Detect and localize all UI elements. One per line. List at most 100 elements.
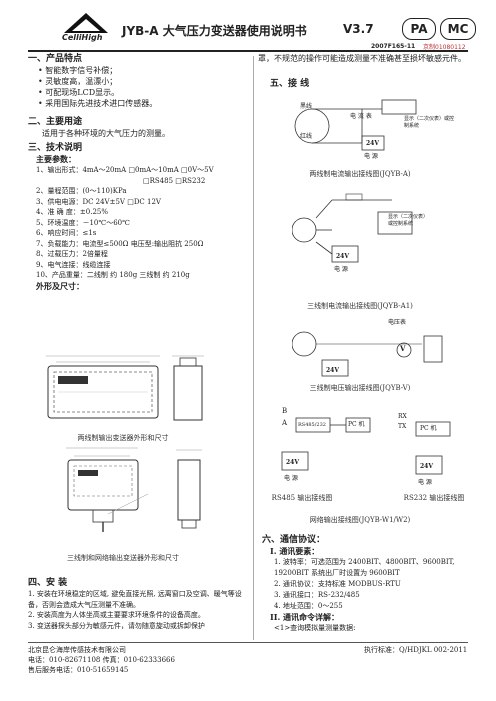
- mc-logo-icon: MC: [440, 18, 476, 40]
- wiring-network-icon: [281, 417, 451, 475]
- cert-left: 2007F165-11: [371, 43, 416, 50]
- comm-item-1: 1. 波特率：可选范围为 2400BIT、4800BIT、9600BIT, 19…: [274, 558, 455, 577]
- comm-item-3: 3. 通讯接口：RS-232/485: [274, 591, 360, 599]
- wiring-two-wire-icon: [294, 99, 417, 151]
- lbl-24v-5: 24V: [420, 463, 434, 470]
- footer-company: 北京昆仑海岸传感技术有限公司: [28, 646, 126, 654]
- param-temp: 5、环境温度：－10℃～60℃: [36, 218, 130, 227]
- footer-service: 售后服务电话：010-51659145: [28, 666, 129, 674]
- wiring-voltage-caption: 三线制电压输出接线图(JQYB-V): [309, 384, 411, 392]
- footer-rule: [28, 642, 468, 643]
- brand-logo: CelliHigh: [62, 12, 110, 46]
- param-response: 6、响应时间：≤1s: [36, 229, 97, 237]
- lbl-psu-4: 电 源: [418, 479, 432, 486]
- list-item: 采用国际先进技术进口传感器。: [38, 98, 250, 109]
- param-output-2: □RS485 □RS232: [143, 176, 206, 185]
- lbl-psu-2: 电 源: [334, 266, 348, 273]
- left-column: 一、产品特点 智能数字信号补偿； 灵敏度高，温漂小； 可配现场LCD显示。 采用…: [28, 53, 250, 292]
- cert-right: 京制01080112: [423, 44, 466, 51]
- network-caption: 网络输出接线图(JQYB-W1/W2): [309, 516, 411, 524]
- lbl-v: V: [400, 344, 406, 353]
- wiring-diagram-voltage: V 电压表 24V: [291, 314, 472, 384]
- lbl-tx: TX: [398, 423, 407, 430]
- brand-logo-icon: [64, 13, 108, 33]
- pa-logo-icon: PA: [402, 18, 436, 40]
- footer-standard: 执行标准：Q/HDJKL 002-2011: [364, 646, 468, 654]
- footer-phone: 电话：010-82671108 传真：010-62333666: [28, 656, 175, 664]
- figure-two-wire: [38, 352, 248, 430]
- lbl-b: B: [282, 407, 288, 415]
- install-item-2: 2. 安装高度为人体坐高或主要要求环境条件的设备高度。: [28, 611, 205, 619]
- lbl-ammeter: 电 流 表: [350, 113, 372, 120]
- lbl-pc: PC 机: [348, 421, 365, 428]
- install-item-3: 3. 变送器探头部分为敏感元件，请勿随意旋动或拆卸保护: [28, 621, 205, 630]
- param-accuracy: 4、准 确 度：±0.25%: [36, 208, 109, 216]
- comm-sub-1: I. 通讯要素：: [270, 546, 320, 556]
- figure-three-wire-caption: 三线制和网络输出变送器外形和尺寸: [67, 554, 179, 562]
- param-weight: 10、产品重量：二线制 约 180g 三线制 约 210g: [36, 271, 190, 279]
- params-list: 1、输出形式：4mA～20mA □0mA～10mA □0V～5V □RS485 …: [36, 165, 250, 281]
- usage-text: 适用于各种环境的大气压力的测量。: [42, 129, 170, 138]
- lbl-24v-2: 24V: [336, 253, 350, 260]
- header-rule: [28, 50, 468, 52]
- transmitter-drawing-icon: [46, 355, 204, 421]
- wiring-three-wire-icon: [291, 193, 413, 263]
- wiring-three-wire-current-caption: 三线制电流输出接线图(JQYB-A1): [307, 302, 413, 310]
- lbl-a: A: [282, 419, 288, 427]
- section-install-title: 四、安 装: [28, 578, 68, 588]
- transmitter-drawing-icon: [66, 447, 202, 532]
- list-item: 灵敏度高，温漂小；: [38, 76, 250, 87]
- version: V3.7: [343, 22, 374, 36]
- comm-item-4: 4. 地址范围：0～255: [274, 602, 343, 610]
- section-comm-title: 六、通信协议：: [262, 535, 326, 545]
- column-divider: [253, 56, 254, 640]
- section-wiring-title: 五、接 线: [270, 79, 310, 89]
- lbl-voltmeter: 电压表: [388, 319, 407, 326]
- features-list: 智能数字信号补偿； 灵敏度高，温漂小； 可配现场LCD显示。 采用国际先进技术进…: [38, 65, 250, 109]
- install-continued: 罩，不规范的操作可能造成测量不准确甚至损坏敏感元件。: [258, 54, 466, 63]
- comm-section: 六、通信协议： I. 通讯要素： 1. 波特率：可选范围为 2400BIT、48…: [262, 534, 472, 634]
- install-item-1: 1. 安装在环境稳定的区域, 避免直接光照, 远离窗口及空调、暖气等设备，否则会…: [28, 590, 242, 609]
- lbl-red-wire: 红线: [300, 133, 313, 140]
- page-title: JYB-A 大气压力变送器使用说明书: [122, 24, 307, 38]
- section-usage-title: 二、主要用途: [28, 117, 83, 127]
- lbl-display-2: 显示（二次仪表）或控制系统: [388, 214, 429, 227]
- lbl-rs485: RS485/232: [298, 422, 326, 428]
- figure-two-wire-caption: 两线制输出变送器外形和尺寸: [77, 434, 169, 442]
- wiring-diagram-three-wire-current: 24V 电 源 显示（二次仪表）或控制系统: [291, 188, 472, 273]
- section-tech-title: 三、技术说明: [28, 143, 83, 153]
- install-section: 四、安 装 1. 安装在环境稳定的区域, 避免直接光照, 远离窗口及空调、暖气等…: [28, 577, 250, 631]
- params-title: 主要参数：: [36, 154, 76, 164]
- comm-sub-2: II. 通讯命令详解：: [270, 612, 340, 622]
- lbl-psu: 电 源: [364, 153, 378, 160]
- lbl-pc-2: PC 机: [420, 425, 437, 432]
- list-item: 智能数字信号补偿；: [38, 65, 250, 76]
- lbl-black-wire: 黑线: [300, 103, 313, 110]
- rs232-caption: RS232 输出接线图: [403, 494, 465, 502]
- rs485-caption: RS485 输出接线图: [271, 494, 333, 502]
- list-item: 可配现场LCD显示。: [38, 87, 250, 98]
- lbl-rx: RX: [398, 413, 407, 420]
- dimensions-title: 外形及尺寸：: [36, 280, 84, 291]
- comm-item-2: 2. 通讯协议：支持标准 MODBUS-RTU: [274, 580, 401, 588]
- lbl-display: 显示（二次仪表）或控制系统: [404, 116, 455, 129]
- figure-three-wire: [38, 444, 248, 534]
- footer-left: 北京昆仑海岸传感技术有限公司 电话：010-82671108 传真：010-62…: [28, 645, 268, 675]
- brand-name: CelliHigh: [62, 33, 103, 42]
- wiring-diagram-two-wire: 黑线 红线 电 流 表 显示（二次仪表）或控制系统 24V 电 源: [292, 94, 472, 164]
- comm-item-5: <1>查询模拟量测量数据:: [274, 624, 356, 632]
- param-range: 2、量程范围：(0～110)KPa: [36, 187, 127, 195]
- lbl-24v-4: 24V: [286, 459, 300, 466]
- param-output: 1、输出形式：4mA～20mA □0mA～10mA □0V～5V: [36, 166, 214, 174]
- param-connection: 9、电气连接：线缆连接: [36, 260, 111, 269]
- wiring-diagram-network: B A RS485/232 PC 机 RX TX PC 机 24V 24V 电 …: [268, 404, 474, 494]
- param-load: 7、负载能力：电流型≤500Ω 电压型:输出阻抗 250Ω: [36, 239, 204, 248]
- lbl-24v-3: 24V: [326, 367, 340, 374]
- param-overload: 8、过载压力：2倍量程: [36, 250, 108, 258]
- wiring-voltage-icon: [291, 331, 443, 377]
- lbl-psu-3: 电 源: [284, 475, 298, 482]
- wiring-two-wire-caption: 两线制电流输出接线图(JQYB-A): [309, 170, 411, 178]
- param-power: 3、供电电源：DC 24V±5V □DC 12V: [36, 197, 161, 206]
- section-features-title: 一、产品特点: [28, 54, 83, 64]
- lbl-24v: 24V: [366, 140, 380, 147]
